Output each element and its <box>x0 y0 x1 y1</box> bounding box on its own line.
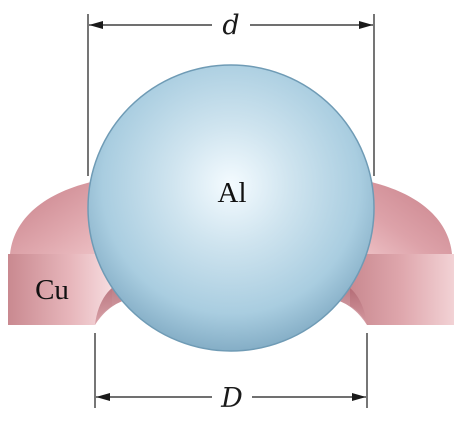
dimension-label-D: D <box>220 383 243 414</box>
aluminum-sphere <box>87 64 375 352</box>
dimension-D: D <box>94 333 368 414</box>
dimension-label-d: d <box>222 10 239 41</box>
sphere-material-label: Al <box>218 177 247 209</box>
ring-material-label: Cu <box>35 274 69 306</box>
ring-right-front-face <box>350 254 454 325</box>
ring-left-front-face <box>8 254 112 325</box>
dimension-d: d <box>87 10 375 176</box>
